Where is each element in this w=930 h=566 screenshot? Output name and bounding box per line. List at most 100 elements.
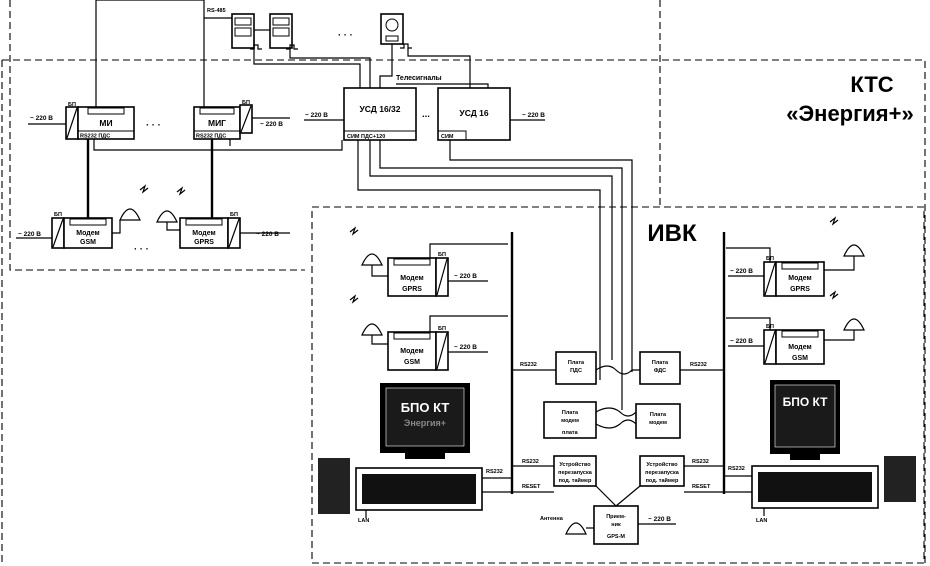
gps-receiver: Прием- ник GPS-М ~ 220 В Антенна [540,485,676,545]
meter-link-1 [253,40,361,88]
usd16-link [449,140,633,372]
reset-left-reset: RESET [522,484,541,490]
usd-16-power: ~ 220 В [522,112,545,119]
plata-modem-left-l1: Плата [562,410,579,416]
monitor-left-title: БПО КТ [401,400,450,415]
reset-device-left: Устройство перезапуска под. таймер RS232… [482,455,597,493]
reset-right-rs232: RS232 [692,459,709,465]
reset-right-l2: перезапуска [645,470,680,476]
lan-right: LAN [756,518,767,524]
plata-pds-l1: Плата [568,360,585,366]
mig-bp-label: БП [242,100,250,106]
ktc-region-border [2,59,926,566]
plata-modem-right: Плата модем [595,403,681,439]
mig-power: ~ 220 В [260,121,283,128]
meter-link-2 [289,48,371,88]
top-left-region-border [9,0,305,271]
modem-gprs-1: Модем GPRS БП ~ 220 В [179,212,290,249]
mig-ports: RS232 ПДС [196,134,226,140]
mi-label: МИ [99,118,112,128]
ivk-title: ИВК [647,220,697,247]
reset-left-l1: Устройство [559,461,591,468]
plata-modem-left: Плата модем плата [543,401,597,439]
ivk-gprs-right-modem: Модем [788,275,811,282]
rs485-bus-1 [95,0,205,108]
monitor-right-title: БПО КТ [783,395,829,409]
mig-block: МИГ RS232 ПДС БП ~ 220 В [193,100,290,140]
reset-right-l3: под. таймер [646,477,679,484]
receiver-l3: GPS-М [607,534,625,540]
sensor-device [380,13,404,45]
gprs1-modem-label: Модем [192,230,215,237]
plata-pds: Плата ПДС RS232 [512,351,597,385]
plata-modem-left-l2: модем [561,418,579,424]
ivk-gprs-right-power: ~ 220 В [730,268,753,275]
usd-16-32-box [343,87,417,141]
plata-modem-right-l1: Плата [650,412,667,418]
sensor-link [379,44,393,88]
antenna-gsm-1 [112,184,149,234]
ktc-title-line1: КТС [850,72,893,97]
gsm1-type-label: GSM [80,239,96,246]
usd-16-32-label: УСД 16/32 [359,104,400,114]
tower-left [318,458,350,514]
modem-gsm-1: БП Модем GSM ~ 220 В [16,212,113,249]
reset-device-right: Устройство перезапуска под. таймер RS232… [639,455,752,493]
gsm1-modem-label: Модем [76,230,99,237]
plata-modem-right-l2: модем [649,420,667,426]
gprs1-power: ~ 220 В [256,231,279,238]
receiver-l1: Прием- [606,514,626,520]
telesignals-label: Телесигналы [396,75,442,82]
usd-16-ports: СИМ [441,134,454,140]
pc-right-rs232: RS232 [728,466,745,472]
reset-right-reset: RESET [692,484,711,490]
ktc-title-line2: «Энергия+» [786,101,913,126]
usd-ellipsis: ... [422,109,430,120]
usd-16-label: УСД 16 [459,108,488,118]
plata-pds-l2: ПДС [570,368,582,374]
meter-2 [269,13,293,49]
monitor-left-sub: Энергия+ [404,418,446,428]
ivk-modem-gsm-left: Модем GSM БП ~ 220 В [349,294,508,371]
usd-pds-link [357,140,601,380]
ivk-gprs-left-power: ~ 220 В [454,273,477,280]
mi-ports: RS232 ПДС [80,134,110,140]
ivk-modem-gprs-left: Модем GPRS БП ~ 220 В [349,226,508,297]
signal-icon [176,186,186,196]
ivk-gprs-right-type: GPRS [790,286,810,293]
ivk-modem-gprs-right: БП Модем GPRS ~ 220 В [726,216,865,297]
ivk-gprs-left-type: GPRS [402,286,422,293]
plata-fds: Плата ФДС RS232 [595,351,724,385]
meters-row: RS-485 · · · [95,0,471,108]
ivk-gsm-right-type: GSM [792,355,808,362]
tower-right [884,456,916,502]
antenna-gprs-1 [156,186,186,231]
plata-pds-rs232: RS232 [520,362,537,368]
reset-left-l3: под. таймер [559,477,592,484]
ivk-gprs-left-modem: Модем [400,275,423,282]
ivk-gsm-left-type: GSM [404,359,420,366]
mi-dots: · · · [146,120,161,131]
usd-16-32-ports: СИМ ПДС+120 [347,134,385,140]
workstation-left: БПО КТ Энергия+ LAN RS232 [318,383,512,524]
antenna-label: Антенна [540,516,564,522]
gprs1-bp: БП [230,212,238,218]
gsm1-bp: БП [54,212,62,218]
reset-left-rs232: RS232 [522,459,539,465]
lan-left: LAN [358,518,369,524]
pds-bus [93,139,343,151]
meter-1 [231,13,255,49]
signal-icon [139,184,149,194]
usd-16-box [437,87,511,141]
mi-power: ~ 220 В [30,115,53,122]
gsm1-power: ~ 220 В [18,231,41,238]
meters-dots: · · · [338,30,353,41]
workstation-right: БПО КТ LAN RS232 [724,380,916,524]
rs485-label: RS-485 [207,8,226,14]
ivk-gsm-left-bp: БП [438,326,446,332]
ivk-gprs-left-bp: БП [438,252,446,258]
ivk-gsm-left-modem: Модем [400,348,423,355]
ivk-gsm-right-modem: Модем [788,344,811,351]
